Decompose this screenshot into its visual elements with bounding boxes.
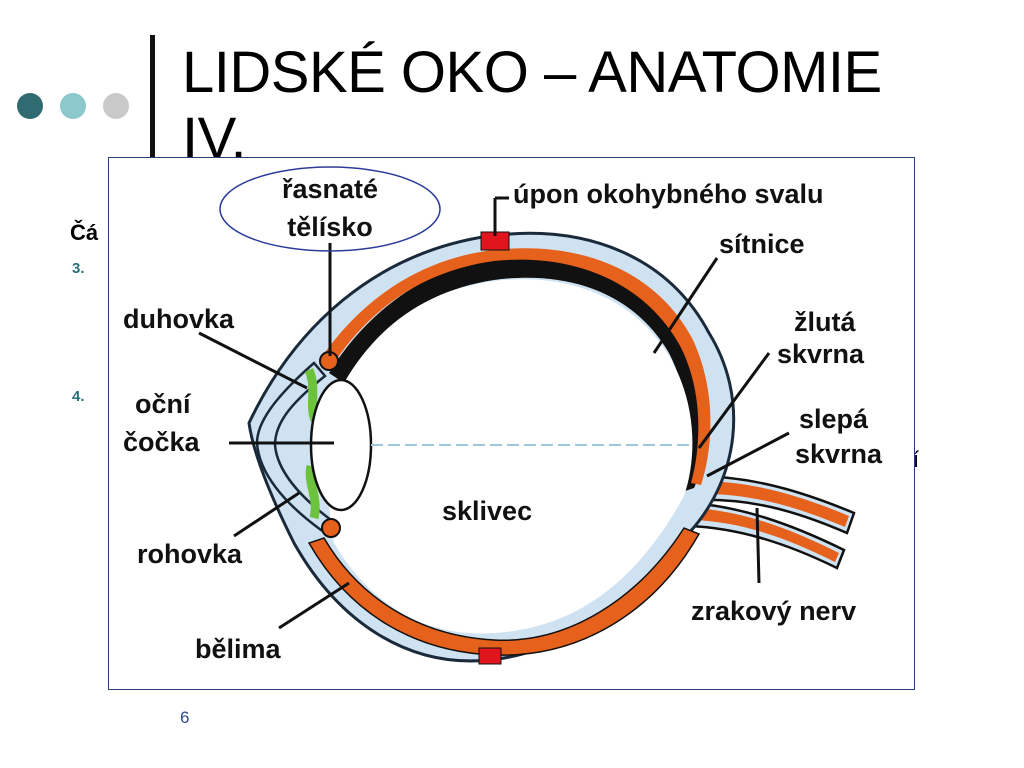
slide-title-line-1: LIDSKÉ OKO – ANATOMIE [182,40,882,105]
label-optic-nerve: zrakový nerv [691,596,856,626]
label-blind-spot-line-2: skvrna [795,439,883,469]
label-muscle-insertion: úpon okohybného svalu [513,179,824,209]
body-trailing-fragment: í [913,447,920,472]
ciliary-body-bottom [321,518,341,538]
label-macula-line-2: skvrna [777,339,865,369]
label-retina: sítnice [719,229,805,259]
decor-dot-3 [103,93,129,119]
decor-dot-2 [60,93,86,119]
label-vitreous: sklivec [442,496,532,526]
list-number-4: 4. [72,388,85,405]
slide-page-number: 6 [180,708,190,727]
label-macula-line-1: žlutá [794,307,856,337]
ciliary-body-callout [219,166,441,252]
vitreous-shape [328,279,693,634]
lens-shape [309,378,373,512]
cornea-shape [255,361,333,532]
eye-diagram-panel: řasnaté tělísko úpon okohybného svalu sí… [108,157,915,690]
label-cornea: rohovka [137,539,243,569]
body-heading-fragment: Čá [70,220,99,245]
slide-title: LIDSKÉ OKO – ANATOMIE IV. [182,40,982,172]
label-ciliary-body-line-1: řasnaté [282,174,378,204]
label-ciliary-body-line-2: tělísko [287,212,373,242]
label-lens-line-1: oční [135,389,192,419]
decor-dot-1 [17,93,43,119]
muscle-insertion-marker-bottom [478,647,502,665]
eye-diagram: řasnaté tělísko úpon okohybného svalu sí… [123,166,883,665]
label-sclera: bělima [195,634,282,664]
list-number-3: 3. [72,260,85,277]
label-iris: duhovka [123,304,235,334]
pointer-lines [198,196,790,630]
label-lens-line-2: čočka [123,427,201,457]
optic-nerve-shape [687,474,856,570]
title-divider [150,35,155,157]
label-blind-spot-line-1: slepá [799,404,869,434]
